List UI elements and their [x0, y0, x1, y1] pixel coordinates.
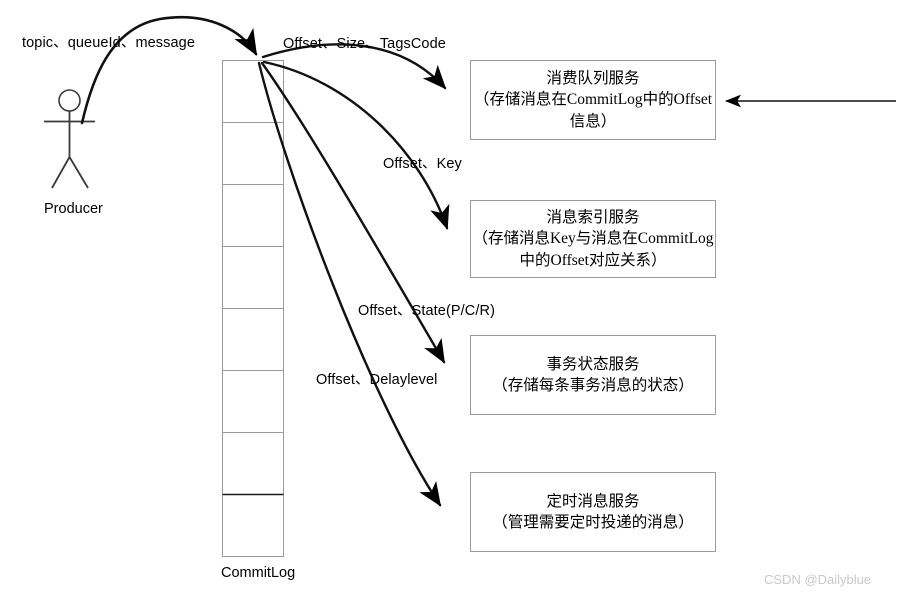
message-index-service-line2: （存储消息Key与消息在CommitLog: [472, 230, 714, 248]
consume-queue-service-line2: （存储消息在CommitLog中的Offset: [473, 91, 713, 109]
stick-figure-icon: [44, 89, 95, 189]
consume-queue-service-line3: 信息）: [569, 112, 617, 130]
message-index-service-line1: 消息索引服务: [546, 208, 640, 226]
edge-label-to-scheduled-message: Offset、Delaylevel: [316, 372, 438, 388]
edge-commitlog-to-transaction-state: [260, 61, 446, 364]
message-index-service-box[interactable]: 消息索引服务 （存储消息Key与消息在CommitLog 中的Offset对应关…: [470, 200, 716, 278]
watermark: CSDN @Dailyblue: [764, 572, 872, 587]
consume-queue-service-box[interactable]: 消费队列服务 （存储消息在CommitLog中的Offset 信息）: [470, 60, 716, 140]
edge-label-to-message-index: Offset、Key: [383, 156, 462, 172]
edge-producer-to-commitlog: [80, 16, 258, 125]
scheduled-message-service-line1: 定时消息服务: [546, 492, 640, 510]
edge-label-to-consume-queue: Offset、Size、TagsCode: [283, 36, 446, 52]
commitlog-stack: [222, 60, 284, 557]
scheduled-message-service-box[interactable]: 定时消息服务 （管理需要定时投递的消息）: [470, 472, 716, 552]
transaction-state-service-line1: 事务状态服务: [546, 355, 640, 373]
edge-label-to-transaction-state: Offset、State(P/C/R): [358, 303, 496, 319]
producer-label: Producer: [44, 201, 103, 217]
transaction-state-service-line2: （存储每条事务消息的状态）: [492, 377, 694, 394]
edge-commitlog-to-message-index: [262, 60, 450, 230]
transaction-state-service-box[interactable]: 事务状态服务 （存储每条事务消息的状态）: [470, 335, 716, 415]
consume-queue-service-line1: 消费队列服务: [546, 69, 640, 87]
edge-label-producer-to-commitlog: topic、queueId、message: [22, 35, 195, 51]
message-index-service-line3: 中的Offset对应关系）: [519, 251, 667, 269]
edge-commitlog-to-scheduled-message: [257, 61, 442, 507]
scheduled-message-service-line2: （管理需要定时投递的消息）: [492, 514, 694, 531]
commitlog-label: CommitLog: [221, 565, 296, 581]
edge-commitlog-to-consume-queue: [261, 43, 447, 90]
